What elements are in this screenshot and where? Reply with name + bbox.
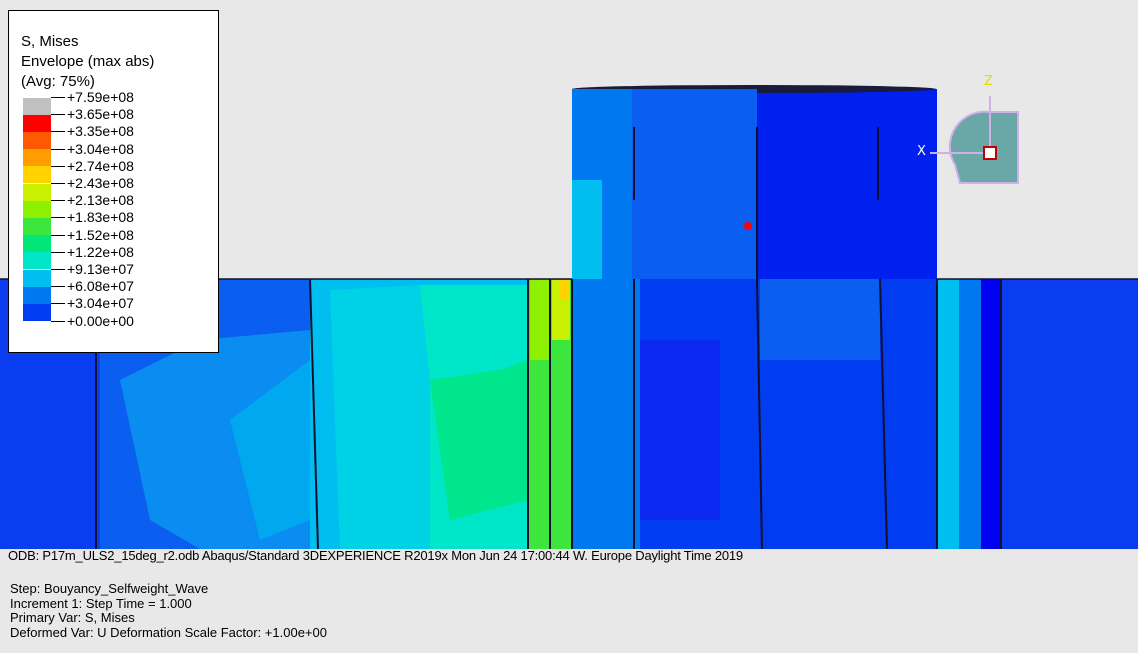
legend-value-label: +7.59e+08 xyxy=(67,89,134,105)
contour-legend[interactable]: S, Mises Envelope (max abs) (Avg: 75%) +… xyxy=(8,10,219,353)
legend-tick xyxy=(51,303,65,305)
triad-z-label: Z xyxy=(984,74,993,89)
legend-value-label: +9.13e+07 xyxy=(67,261,134,277)
legend-tick xyxy=(51,200,65,202)
primary-var-line: Primary Var: S, Mises xyxy=(10,610,135,625)
odb-info-banner: ODB: P17m_ULS2_15deg_r2.odb Abaqus/Stand… xyxy=(8,548,743,563)
legend-swatch xyxy=(23,269,51,287)
triad-x-label: X xyxy=(917,144,926,159)
legend-swatch xyxy=(23,217,51,235)
legend-value-label: +3.04e+08 xyxy=(67,140,134,157)
step-info-block: Step: Bouyancy_Selfweight_Wave Increment… xyxy=(10,581,327,640)
legend-value-label: +6.08e+07 xyxy=(67,278,134,295)
legend-swatch xyxy=(23,303,51,321)
legend-swatch xyxy=(23,235,51,253)
legend-swatch xyxy=(23,183,51,201)
legend-value-label: +2.43e+08 xyxy=(67,175,134,191)
legend-tick xyxy=(51,217,65,219)
probe-point-marker xyxy=(744,222,752,230)
legend-tick xyxy=(51,165,65,167)
deformed-var-line: Deformed Var: U Deformation Scale Factor… xyxy=(10,624,327,640)
legend-value-label: +2.13e+08 xyxy=(67,192,134,209)
legend-value-label: +2.74e+08 xyxy=(67,157,134,174)
legend-title-envelope: Envelope (max abs) xyxy=(21,53,155,70)
legend-value-label: +1.83e+08 xyxy=(67,209,134,226)
legend-tick xyxy=(51,183,65,184)
legend-swatch xyxy=(23,131,51,149)
view-triad[interactable] xyxy=(930,96,1019,184)
legend-value-label: +3.04e+07 xyxy=(67,295,134,312)
legend-tick xyxy=(51,131,65,133)
legend-value-label: +1.22e+08 xyxy=(67,243,134,260)
legend-swatch xyxy=(23,166,51,184)
legend-swatch xyxy=(23,149,51,167)
legend-swatch xyxy=(23,252,51,270)
legend-title-variable: S, Mises xyxy=(21,33,79,50)
legend-value-label: +3.65e+08 xyxy=(67,106,134,123)
legend-title-averaging: (Avg: 75%) xyxy=(21,73,95,90)
legend-swatch xyxy=(23,97,51,115)
legend-tick xyxy=(51,286,65,288)
legend-value-label: +1.52e+08 xyxy=(67,226,134,243)
legend-swatch xyxy=(23,286,51,304)
legend-value-label: +3.35e+08 xyxy=(67,123,134,140)
step-line: Step: Bouyancy_Selfweight_Wave xyxy=(10,581,209,596)
legend-tick xyxy=(51,251,65,253)
increment-line: Increment 1: Step Time = 1.000 xyxy=(10,595,192,611)
legend-tick xyxy=(51,114,65,116)
legend-value-label: +0.00e+00 xyxy=(67,312,134,329)
legend-swatch xyxy=(23,114,51,132)
legend-tick xyxy=(51,234,65,236)
legend-tick xyxy=(51,269,65,270)
legend-tick xyxy=(51,320,65,322)
legend-tick xyxy=(51,148,65,150)
legend-swatch xyxy=(23,200,51,218)
legend-tick xyxy=(51,97,65,98)
